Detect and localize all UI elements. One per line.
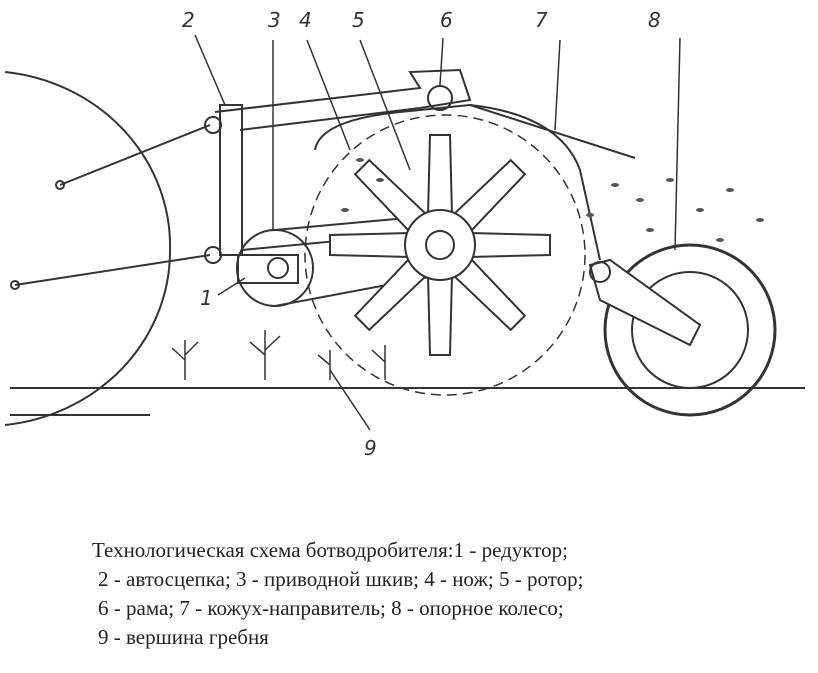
label-4: 4 (299, 8, 312, 32)
label-5: 5 (352, 8, 365, 32)
tractor-hitch-point (55, 180, 65, 190)
label-9: 9 (364, 436, 377, 460)
caption-line: Технологическая схема ботводробителя:1 -… (92, 538, 568, 562)
drive-pulley (236, 229, 314, 307)
caption-line: 6 - рама; 7 - кожух-направитель; 8 - опо… (98, 596, 564, 620)
label-1: 1 (200, 286, 213, 310)
tractor-wheel (4, 71, 172, 426)
frame-pulley (427, 85, 453, 111)
hitch-frame (219, 104, 243, 256)
label-8: 8 (648, 8, 661, 32)
caption-line: 9 - вершина гребня (98, 625, 269, 649)
rotor-housing (304, 114, 586, 396)
rotor (329, 134, 551, 356)
caption-line: 2 - автосцепка; 3 - приводной шкив; 4 - … (98, 567, 584, 591)
figure-caption: Технологическая схема ботводробителя:1 -… (92, 536, 583, 652)
label-2: 2 (182, 8, 195, 32)
label-7: 7 (535, 8, 548, 32)
potato-haulm-shredder-diagram: 2 3 4 5 6 7 8 1 9 (4, 8, 805, 460)
support-wheel (588, 243, 777, 417)
label-3: 3 (268, 8, 281, 32)
plants (171, 330, 386, 380)
label-6: 6 (440, 8, 453, 32)
shredded-tops (341, 158, 764, 242)
main-frame (214, 68, 472, 131)
